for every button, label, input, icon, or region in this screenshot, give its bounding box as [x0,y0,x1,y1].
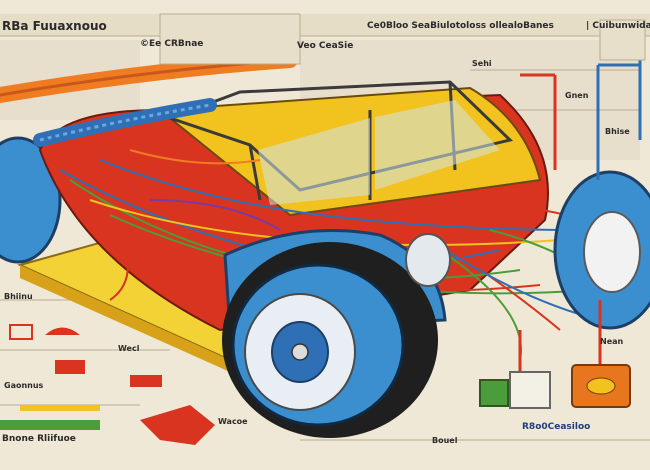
red-burst [140,405,215,445]
rear-left-tire [0,136,62,264]
top-right-inset [599,19,646,61]
callout-left-a: Bhiinu [4,292,33,301]
front-hub-cap [291,343,309,361]
green-module [479,379,509,407]
side-window [258,118,370,205]
left-red-block [55,360,85,374]
right-red-posts [518,73,602,375]
rear-right-rim [583,211,641,293]
callout-right-b: Bhise [605,127,630,136]
battery-terminal [586,377,616,395]
callout-top-right-2: | Cuibunwidae [586,21,650,31]
callout-top-right: Ce0Bloo SeaBiulotoloss ollealoBanes [367,21,554,31]
callout-top-title: RBa Fuuaxnouo [2,19,107,33]
callout-mid-a: Veo CeaSie [297,41,354,51]
right-diagram-posts [596,60,642,180]
rear-window [375,100,500,190]
callout-left-c: Gaonnus [4,381,44,390]
callout-bottom-c: R8o0Ceasiloo [522,422,591,432]
left-small-box [9,324,33,340]
callout-right-a: Gnen [565,91,589,100]
white-module [509,371,551,409]
headlight [405,233,451,287]
callout-mid-b: Sehi [472,59,492,68]
intake-hose-ribs [39,103,211,142]
callout-right-c: Nean [600,337,624,346]
left-yellow-bar [20,405,100,411]
callout-left-d: Bnone Rliifuoe [2,434,76,444]
callout-left-b: Wecl [118,344,140,353]
left-red-tag [130,375,162,387]
top-inset-panel [159,13,301,65]
callout-top-sub: ©Ee CRBnae [140,39,204,49]
callout-bottom-b: Bouel [432,436,458,445]
callout-bottom-a: Wacoe [218,417,248,426]
left-green-bar [0,420,100,430]
chassis-edge [20,265,230,372]
red-lamp-left [45,327,80,335]
